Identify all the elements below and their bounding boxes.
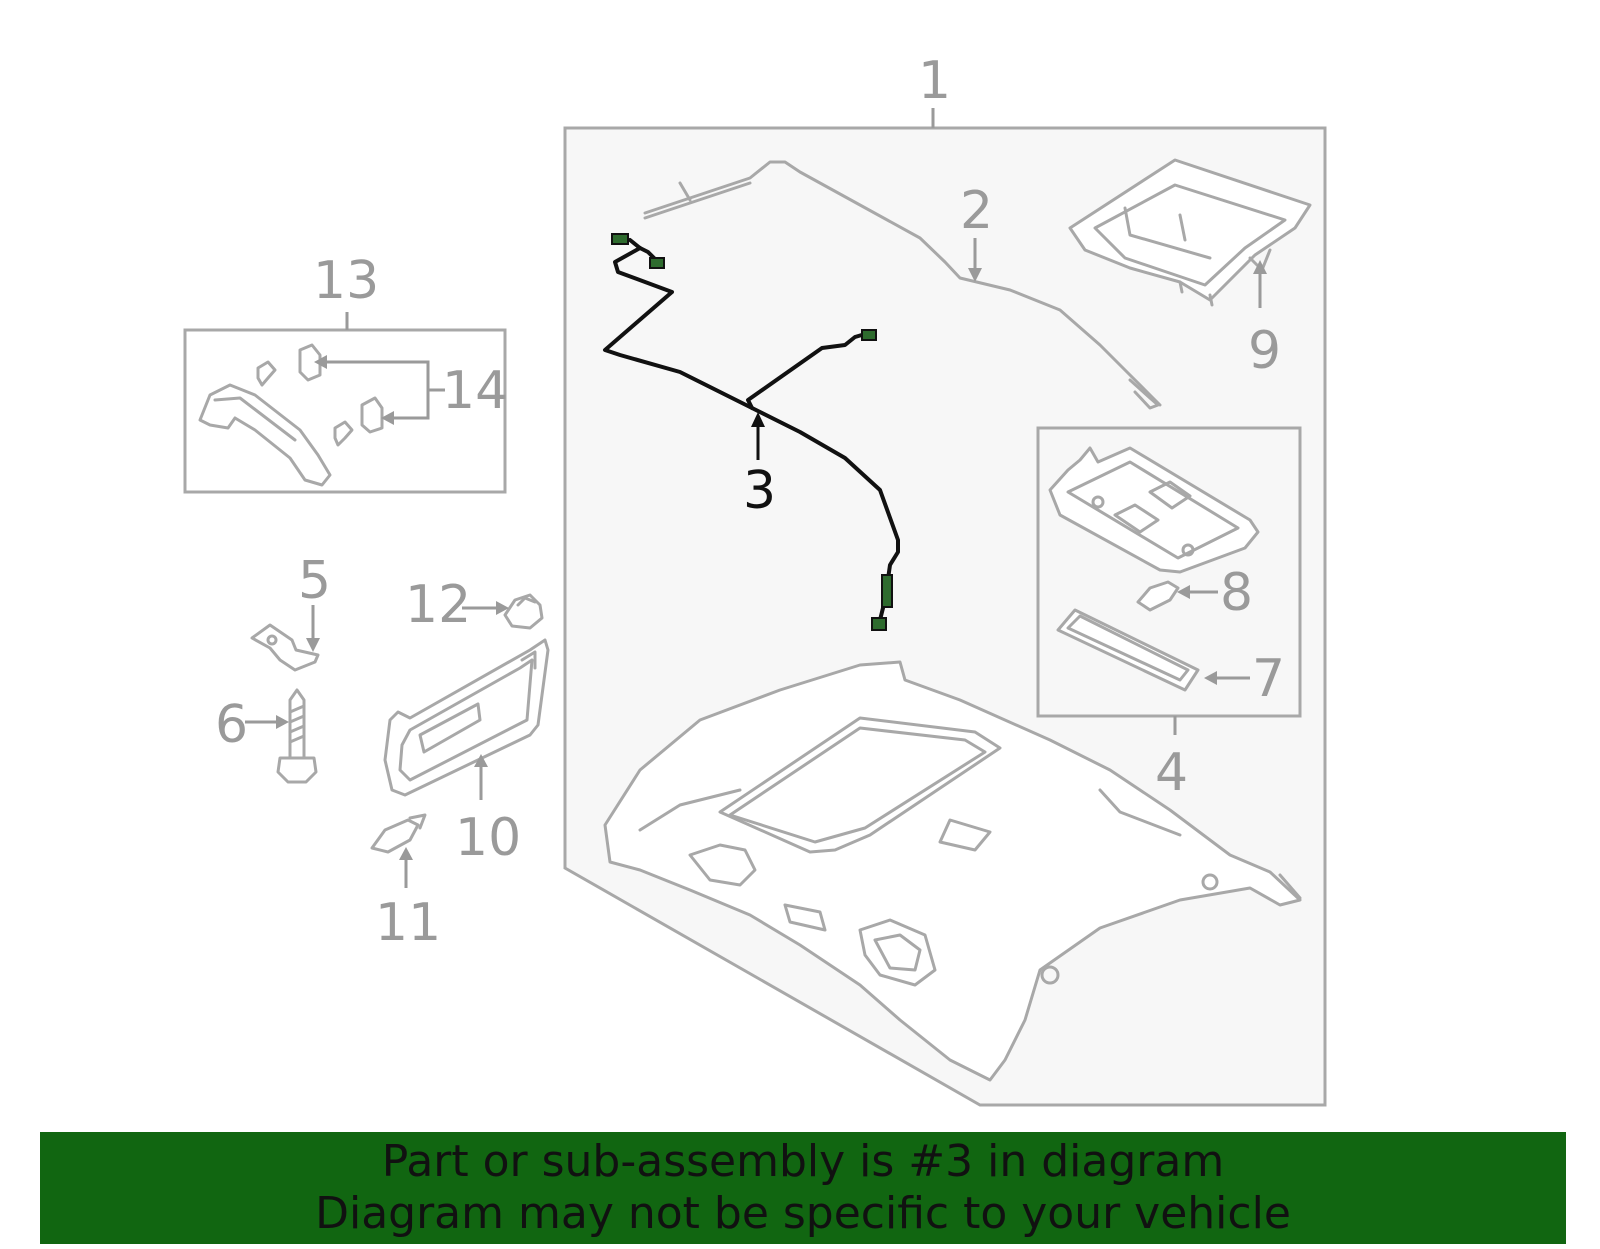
arrowhead-8 <box>1177 585 1190 599</box>
callout-11: 11 <box>375 893 441 953</box>
arrowhead-14b <box>381 411 394 425</box>
callout-4: 4 <box>1155 743 1188 803</box>
connector-d <box>881 574 893 608</box>
callout-2: 2 <box>960 181 993 241</box>
arrowhead-3 <box>751 412 765 427</box>
arrowhead-6 <box>276 715 289 729</box>
callout-3: 3 <box>743 461 776 521</box>
callout-12: 12 <box>405 575 471 635</box>
part-7-lens <box>1056 608 1200 692</box>
callout-7: 7 <box>1252 649 1285 709</box>
headliner <box>603 660 1302 1082</box>
arrowhead-12 <box>496 601 509 615</box>
callout-8: 8 <box>1220 563 1253 623</box>
part-5-bracket <box>250 623 320 672</box>
connector-c <box>861 329 877 341</box>
banner-line-1: Part or sub-assembly is #3 in diagram <box>381 1136 1225 1187</box>
banner-line-2: Diagram may not be specific to your vehi… <box>315 1188 1291 1239</box>
callout-14: 14 <box>442 361 508 421</box>
arrowhead-5 <box>306 638 320 652</box>
part-14-clips <box>256 343 384 447</box>
part-11-bulb <box>370 813 427 854</box>
arrowhead-2 <box>968 268 982 282</box>
part-13-grab-handle <box>198 383 332 487</box>
callout-5: 5 <box>298 551 331 611</box>
arrowhead-7 <box>1204 671 1217 685</box>
callout-10: 10 <box>455 808 521 868</box>
part-2-tube <box>643 160 1162 410</box>
arrowhead-10 <box>474 754 488 767</box>
part-6-bolt <box>276 688 318 784</box>
callout-9: 9 <box>1248 321 1281 381</box>
arrowhead-11 <box>399 847 413 860</box>
box-4 <box>1036 426 1302 718</box>
connector-e <box>871 617 887 631</box>
part-12-clip <box>503 593 544 630</box>
part-8-bulb <box>1136 580 1180 612</box>
part-10-sun-visor <box>383 638 550 797</box>
arrowhead-14a <box>314 355 327 369</box>
connector-b <box>649 257 665 269</box>
callout-1: 1 <box>918 51 951 111</box>
notice-banner: Part or sub-assembly is #3 in diagram Di… <box>40 1132 1566 1244</box>
arrowhead-9 <box>1253 260 1267 274</box>
connector-a <box>611 233 629 245</box>
part-4-dome-lamp <box>1048 446 1260 574</box>
part-9-console <box>1068 158 1312 307</box>
callout-13: 13 <box>313 251 379 311</box>
callout-6: 6 <box>215 695 248 755</box>
part-3-harness <box>603 233 900 631</box>
box-13 <box>183 328 507 494</box>
